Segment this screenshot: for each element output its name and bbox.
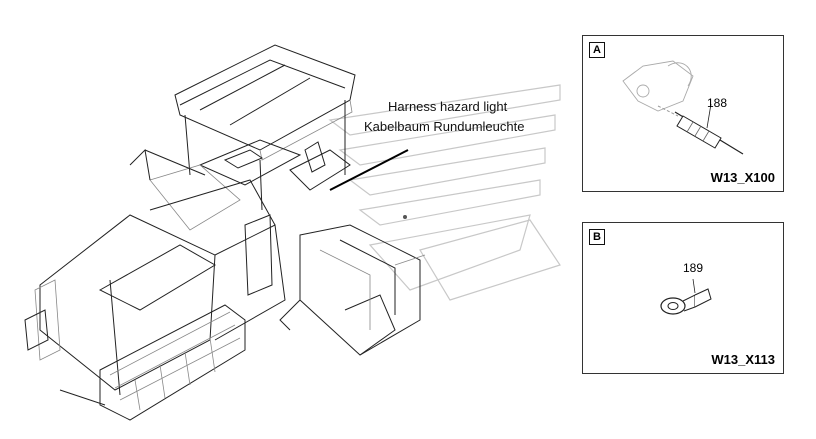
watermark: [328, 84, 561, 301]
callout-label-en: Harness hazard light: [388, 99, 508, 114]
detail-box-b: B 189 W13_X113: [582, 222, 784, 374]
part-number-189: 189: [683, 261, 704, 275]
machine-body: [24, 179, 286, 396]
connector-code-a: W13_X100: [710, 170, 775, 185]
detail-letter-b: B: [589, 229, 605, 245]
operator-area: [129, 139, 351, 231]
detail-letter-a: A: [589, 42, 605, 58]
screed: [279, 224, 426, 356]
part-number-188: 188: [707, 96, 728, 110]
detail-box-a: A 188 W13_X100: [582, 35, 784, 192]
roof-canopy: [174, 44, 356, 211]
plug-connector-icon: [622, 60, 744, 155]
hazard-light-point: [403, 215, 407, 219]
connector-code-b: W13_X113: [711, 352, 775, 367]
callout-label-de: Kabelbaum Rundumleuchte: [364, 119, 525, 134]
ring-terminal-icon: [660, 278, 712, 315]
callout-leader-line: [329, 149, 409, 191]
crawler-track: [59, 304, 246, 421]
